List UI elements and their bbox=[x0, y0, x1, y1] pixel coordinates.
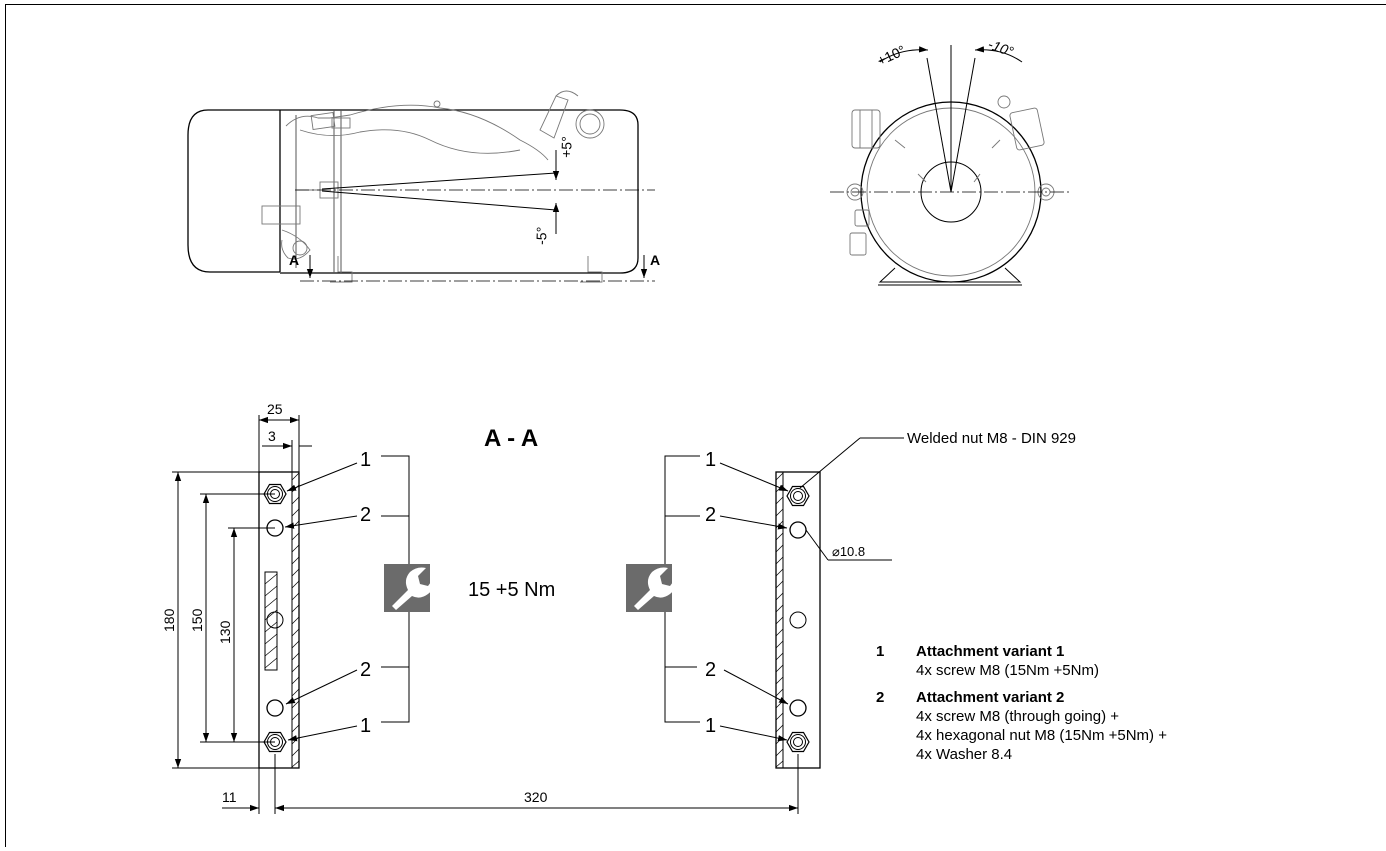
angle-left-label: +10° bbox=[875, 42, 908, 69]
right-callouts bbox=[664, 437, 904, 742]
right-bottom-nut bbox=[786, 731, 810, 753]
callout-left-bottom-2: 2 bbox=[360, 659, 371, 681]
legend-title: Attachment variant 1 bbox=[916, 643, 1065, 660]
torque-value: 15 +5 Nm bbox=[468, 579, 555, 601]
tilt-up-label: +5° bbox=[558, 136, 575, 158]
legend-line: 4x hexagonal nut M8 (15Nm +5Nm) + bbox=[916, 727, 1167, 744]
tilt-down-label: -5° bbox=[533, 227, 550, 246]
legend-line: 4x Washer 8.4 bbox=[916, 746, 1013, 763]
welded-nut-label: Welded nut M8 - DIN 929 bbox=[907, 430, 1076, 447]
legend-number: 2 bbox=[876, 689, 885, 706]
dim-height-150: 150 bbox=[189, 608, 205, 632]
callout-right-bottom-1: 1 bbox=[705, 715, 716, 737]
dim-height-130: 130 bbox=[217, 620, 233, 644]
heater-body bbox=[280, 109, 639, 274]
right-bottom-hole bbox=[789, 699, 807, 717]
water-connector bbox=[539, 95, 569, 139]
section-dimensions bbox=[172, 415, 799, 814]
callout-left-top-1: 1 bbox=[360, 449, 371, 471]
right-top-hole bbox=[789, 521, 807, 539]
left-bracket-plate bbox=[258, 471, 300, 769]
callout-left-bottom-1: 1 bbox=[360, 715, 371, 737]
heater-end-cap bbox=[187, 109, 280, 273]
callout-left-top-2: 2 bbox=[360, 504, 371, 526]
heater-front-view bbox=[830, 45, 1070, 286]
right-bracket bbox=[775, 471, 821, 769]
left-bracket bbox=[258, 471, 300, 769]
left-slot bbox=[264, 571, 278, 671]
heater-side-view bbox=[187, 90, 655, 283]
dim-offset-11: 11 bbox=[222, 789, 237, 805]
callout-right-top-2: 2 bbox=[705, 504, 716, 526]
legend-item-2: 2 Attachment variant 2 4x screw M8 (thro… bbox=[876, 688, 1216, 764]
legend-title: Attachment variant 2 bbox=[916, 689, 1065, 706]
wrench-icon bbox=[626, 564, 677, 612]
callout-right-top-1: 1 bbox=[705, 449, 716, 471]
wrench-icon bbox=[384, 564, 435, 612]
section-marker-left: A bbox=[289, 252, 299, 268]
legend-line: 4x screw M8 (through going) + bbox=[916, 708, 1120, 725]
drawing-frame bbox=[5, 4, 1386, 847]
legend-line: 4x screw M8 (15Nm +5Nm) bbox=[916, 662, 1099, 679]
callout-right-bottom-2: 2 bbox=[705, 659, 716, 681]
left-bottom-hole bbox=[266, 699, 284, 717]
dim-width-25: 25 bbox=[267, 401, 283, 417]
dim-span-320: 320 bbox=[524, 789, 548, 805]
hole-diameter-label: ⌀10.8 bbox=[832, 544, 865, 559]
legend: 1 Attachment variant 1 4x screw M8 (15Nm… bbox=[876, 642, 1216, 772]
dim-offset-3: 3 bbox=[268, 428, 276, 444]
section-title: A - A bbox=[484, 425, 538, 452]
dim-height-180: 180 bbox=[161, 608, 177, 632]
section-marker-right: A bbox=[650, 252, 660, 268]
legend-item-1: 1 Attachment variant 1 4x screw M8 (15Nm… bbox=[876, 642, 1216, 680]
legend-number: 1 bbox=[876, 643, 885, 660]
right-top-nut bbox=[786, 485, 810, 507]
